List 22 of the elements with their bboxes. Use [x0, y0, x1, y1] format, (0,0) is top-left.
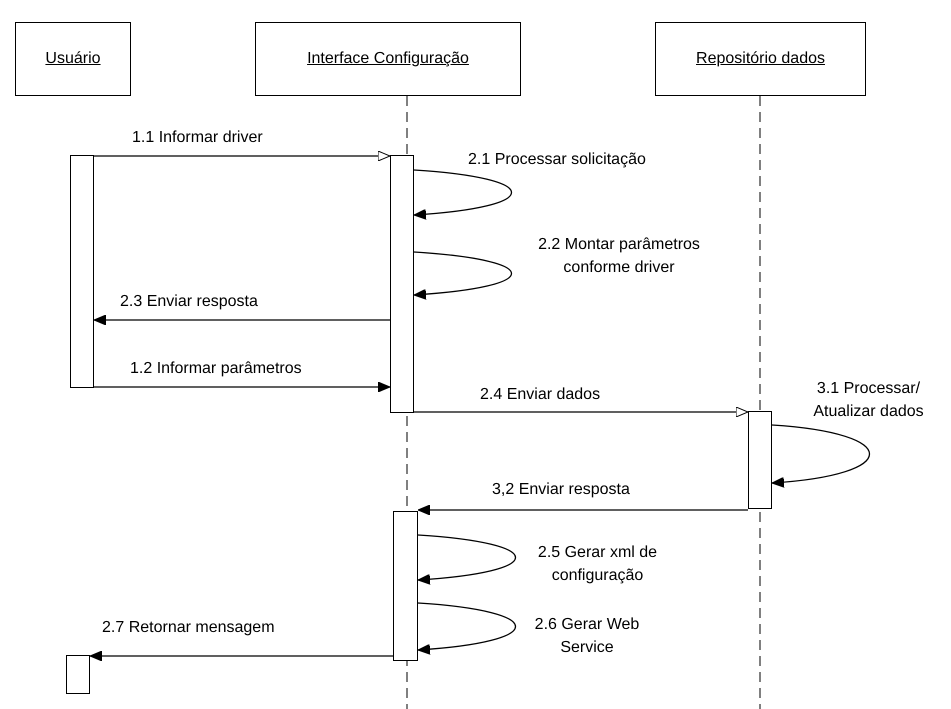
- activation-bar: [70, 155, 94, 388]
- message-arrow: [94, 382, 390, 392]
- self-message-arrow: [418, 602, 516, 654]
- message-arrow: [414, 406, 748, 418]
- self-message-arrow: [772, 424, 870, 488]
- message-arrow: [418, 504, 748, 516]
- participant-box: [655, 22, 866, 96]
- activation-bar: [66, 655, 90, 694]
- self-message-arrow: [414, 169, 512, 220]
- message-arrow: [90, 650, 393, 662]
- activation-bar: [390, 155, 414, 413]
- participant-name: Interface Configuração: [307, 50, 469, 68]
- self-message-arrow: [414, 251, 512, 300]
- self-message-arrow: [418, 534, 516, 585]
- activation-bar: [393, 511, 418, 661]
- participant-box: [15, 22, 131, 96]
- message-arrow: [94, 150, 390, 162]
- activation-bar: [748, 411, 772, 509]
- message-arrow: [94, 314, 390, 326]
- participant-name: Repositório dados: [696, 50, 825, 68]
- participant-name: Usuário: [45, 50, 101, 68]
- participant-box: [255, 22, 521, 96]
